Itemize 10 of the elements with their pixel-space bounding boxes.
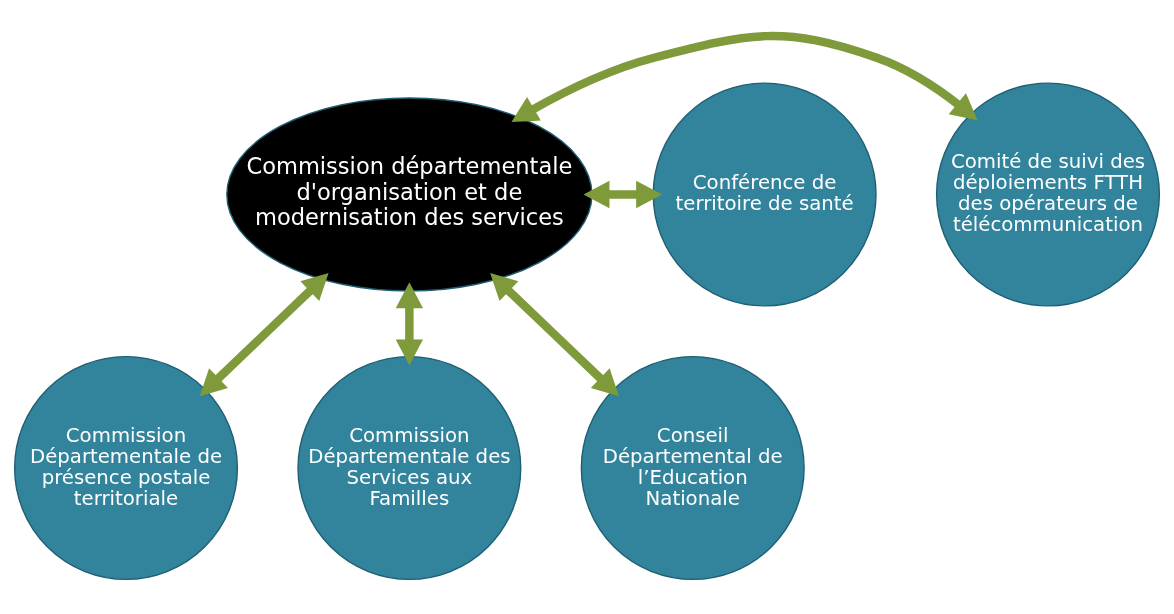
- node-circle: Commission Départementale de présence postale territoriale: [13, 355, 239, 580]
- arrow: [199, 272, 329, 396]
- node-circle: Commission Départementale des Services aux Familles: [297, 355, 522, 580]
- node-circle: Conférence de territoire de santé: [652, 81, 877, 307]
- arrow: [395, 281, 424, 365]
- arrow: [511, 31, 978, 122]
- node-circle: Comité de suivi des déploiements FTTH des opérateurs de télécommunication: [935, 81, 1161, 307]
- arrow: [490, 272, 620, 396]
- node-circle: Conseil Départemental de l’Education Nationale: [580, 355, 805, 580]
- arrow: [583, 180, 663, 208]
